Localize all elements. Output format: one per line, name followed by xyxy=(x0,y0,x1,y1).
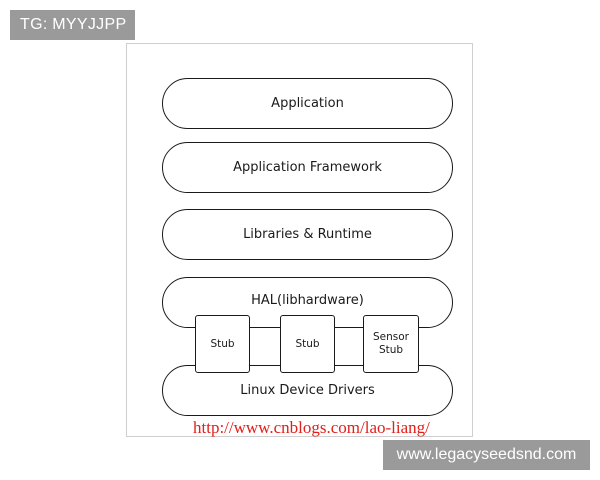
stub-box-1: Stub xyxy=(195,315,250,373)
layer-application-label: Application xyxy=(271,96,344,111)
layer-application: Application xyxy=(162,78,453,129)
stub-box-1-label: Stub xyxy=(210,337,235,350)
sensor-stub-box: Sensor Stub xyxy=(363,315,419,373)
sensor-stub-label-line-2: Stub xyxy=(378,344,404,356)
sensor-stub-label-line-1: Sensor xyxy=(373,331,409,343)
source-url-text: http://www.cnblogs.com/lao-liang/ xyxy=(193,418,430,437)
stub-box-2: Stub xyxy=(280,315,335,373)
layer-application-framework-label: Application Framework xyxy=(233,160,382,175)
watermark-bottom-badge: www.legacyseedsnd.com xyxy=(383,440,590,470)
layer-hal-label: HAL(libhardware) xyxy=(251,293,364,308)
layer-linux-device-drivers-label: Linux Device Drivers xyxy=(240,383,375,398)
layer-application-framework: Application Framework xyxy=(162,142,453,193)
layer-libraries-runtime: Libraries & Runtime xyxy=(162,209,453,260)
watermark-top-badge: TG: MYYJJPP xyxy=(10,10,135,40)
layer-libraries-runtime-label: Libraries & Runtime xyxy=(243,227,372,242)
stub-box-2-label: Stub xyxy=(295,337,320,350)
